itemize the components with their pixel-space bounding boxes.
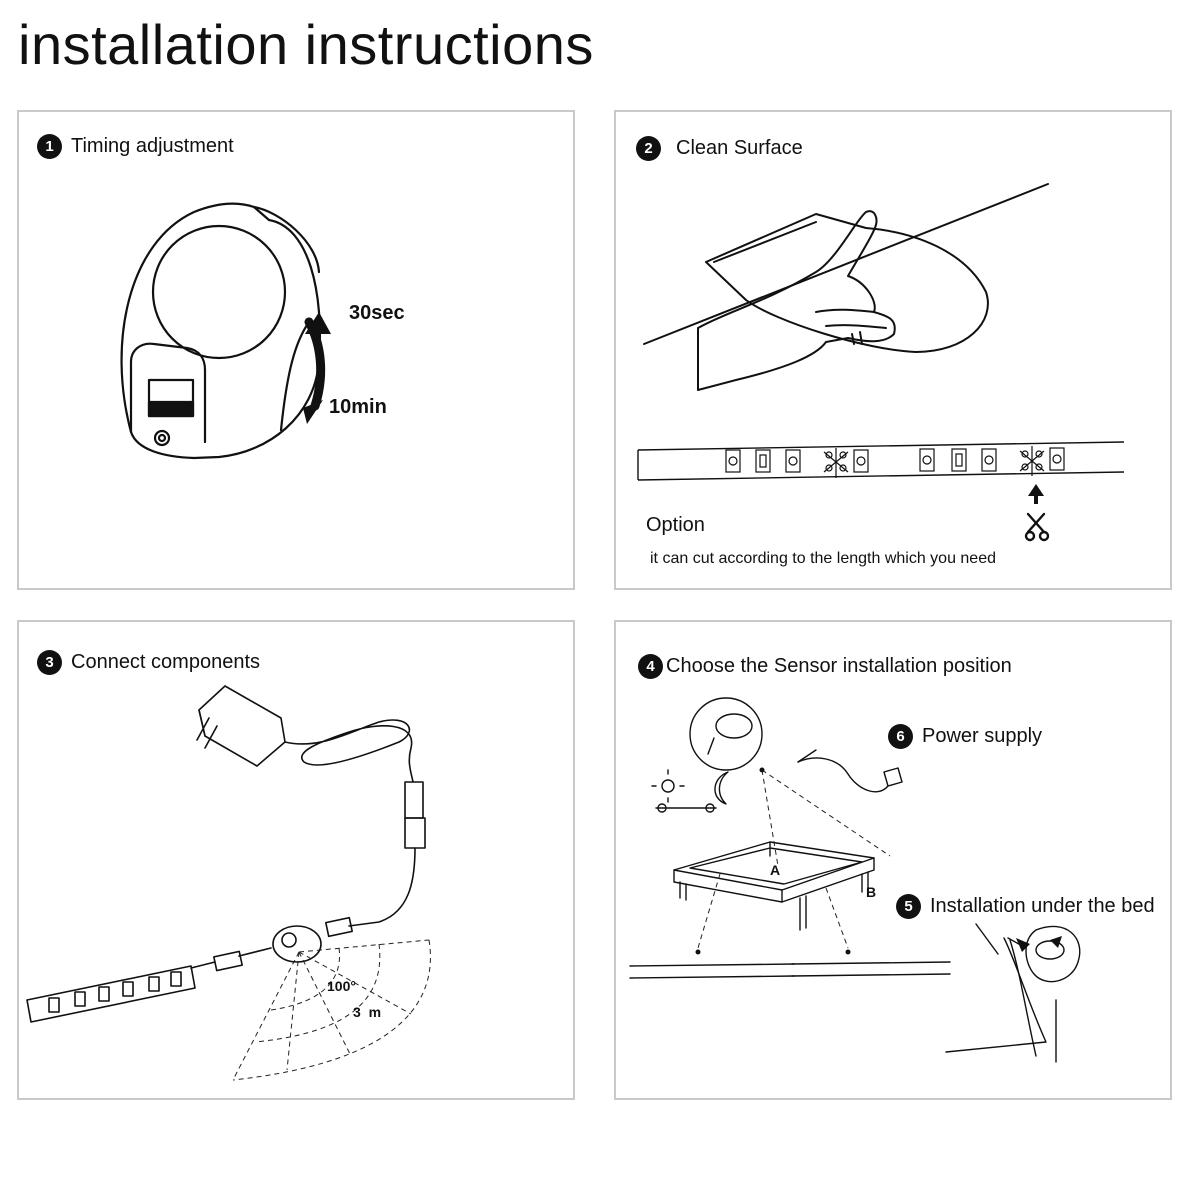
sensor-cable <box>348 847 416 927</box>
sensor-device-illustration <box>120 202 331 460</box>
dc-socket <box>404 817 426 849</box>
led-strip-b <box>791 961 951 965</box>
sensor-range-label: 3 m <box>353 1004 382 1020</box>
scissors-icon <box>1024 512 1050 542</box>
min-time-label: 10min <box>329 396 387 418</box>
arrow-up-icon <box>1028 484 1044 504</box>
step-4-heading: 4 Choose the Sensor installation positio… <box>638 654 1012 679</box>
sensor-closeup <box>689 697 763 771</box>
cleaning-cloth <box>705 213 989 353</box>
switch-housing <box>129 342 207 444</box>
led-strip <box>26 965 196 1023</box>
hand <box>697 210 896 391</box>
step-6-heading: 6 Power supply <box>888 724 1042 749</box>
sun-icon <box>651 769 685 803</box>
power-plug <box>883 767 903 787</box>
page-title: installation instructions <box>18 13 594 76</box>
panel-timing-adjustment: 1 Timing adjustment 30sec 10min <box>17 110 575 590</box>
power-cable <box>797 757 889 793</box>
led-chips <box>725 446 1065 478</box>
moon-icon <box>714 771 729 805</box>
sensor-angle-label: 100° <box>327 978 356 994</box>
detection-cone <box>232 939 431 1081</box>
sensor-dome <box>151 224 287 360</box>
bed-installation-illustration <box>629 697 1081 1063</box>
max-time-label: 30sec <box>349 302 405 324</box>
point-b-label: B <box>866 884 877 900</box>
step-3-heading: 3 Connect components <box>37 650 260 675</box>
point-a-label: A <box>770 862 781 878</box>
guide-lines <box>697 769 891 949</box>
step-number: 6 <box>888 724 913 749</box>
step-label: Choose the Sensor installation position <box>666 655 1012 677</box>
surface-edge <box>643 183 1049 345</box>
option-note: it can cut according to the length which… <box>650 550 996 567</box>
dc-plug <box>404 781 424 819</box>
panel-connect-components: 3 Connect components <box>17 620 575 1100</box>
step-number: 4 <box>638 654 663 679</box>
components-illustration <box>26 685 431 1081</box>
led-strip <box>637 441 1125 481</box>
step-label: Power supply <box>922 725 1043 747</box>
panel-clean-surface: 2 Clean Surface <box>614 110 1172 590</box>
arrow-up-icon <box>305 312 331 334</box>
step-label: Timing adjustment <box>71 135 234 157</box>
strip-lead <box>945 937 1047 1053</box>
step-1-heading: 1 Timing adjustment <box>37 134 234 159</box>
cleaning-illustration <box>637 183 1125 542</box>
port-hole <box>153 429 171 447</box>
arrow-icon <box>1050 936 1062 948</box>
step-label: Installation under the bed <box>930 895 1155 917</box>
option-label: Option <box>646 514 705 536</box>
motion-sensor <box>272 925 322 963</box>
step-number: 2 <box>636 136 661 161</box>
step-number: 1 <box>37 134 62 159</box>
cable-lead <box>975 923 999 955</box>
step-number: 3 <box>37 650 62 675</box>
sensor-mounted <box>1025 925 1081 983</box>
power-adapter <box>198 685 286 767</box>
device-body <box>120 202 322 460</box>
adapter-cable <box>284 719 414 783</box>
step-label: Connect components <box>71 651 261 673</box>
step-2-heading: 2 Clean Surface <box>636 136 803 161</box>
step-label: Clean Surface <box>676 137 803 159</box>
strip-connector <box>213 950 243 972</box>
arrow-down-icon <box>303 400 323 424</box>
led-strip-a <box>629 963 795 967</box>
panel-sensor-position: 4 Choose the Sensor installation positio… <box>614 620 1172 1100</box>
step-number: 5 <box>896 894 921 919</box>
arrow-icon <box>1016 938 1030 952</box>
step-5-heading: 5 Installation under the bed <box>896 894 1155 919</box>
